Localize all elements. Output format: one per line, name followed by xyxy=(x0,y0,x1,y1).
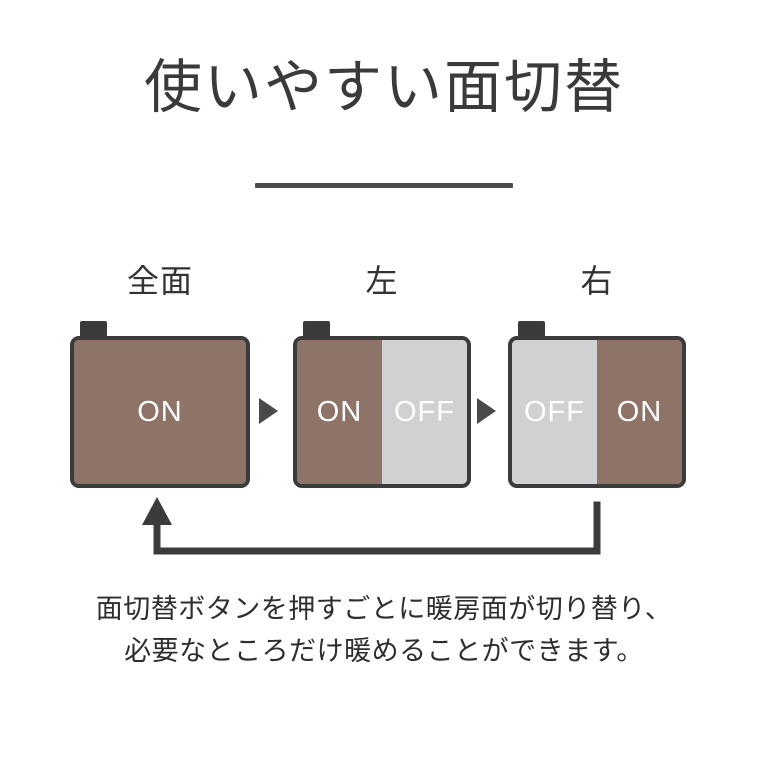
panel-label-right: 右 xyxy=(580,263,614,299)
panel-label-full: 全面 xyxy=(126,263,193,299)
heater-panel-right: OFF ON xyxy=(508,336,686,488)
caption-block: 面切替ボタンを押すごとに暖房面が切り替り、 必要なところだけ暖めることができます… xyxy=(0,588,768,672)
heater-panel-full: ON xyxy=(70,336,250,488)
title-divider xyxy=(255,183,513,188)
heater-nub-icon xyxy=(303,321,330,339)
caption-line-1: 面切替ボタンを押すごとに暖房面が切り替り、 xyxy=(95,594,673,624)
caption-line-2: 必要なところだけ暖めることができます。 xyxy=(124,636,644,666)
heater-nub-icon xyxy=(518,321,545,339)
loop-back-arrow-icon xyxy=(142,497,601,555)
panel-segment-right: OFF xyxy=(382,340,467,484)
step-arrow-right-icon xyxy=(259,398,278,424)
panel-segment-full: ON xyxy=(74,340,246,484)
panel-segment-left: OFF xyxy=(512,340,597,484)
page-title: 使いやすい面切替 xyxy=(143,55,624,120)
heater-panel-left: ON OFF xyxy=(293,336,471,488)
step-arrow-right-icon xyxy=(477,398,496,424)
panel-segment-left: ON xyxy=(297,340,382,484)
panel-segment-right: ON xyxy=(597,340,682,484)
heater-nub-icon xyxy=(80,321,107,339)
panel-label-left: 左 xyxy=(365,263,399,299)
